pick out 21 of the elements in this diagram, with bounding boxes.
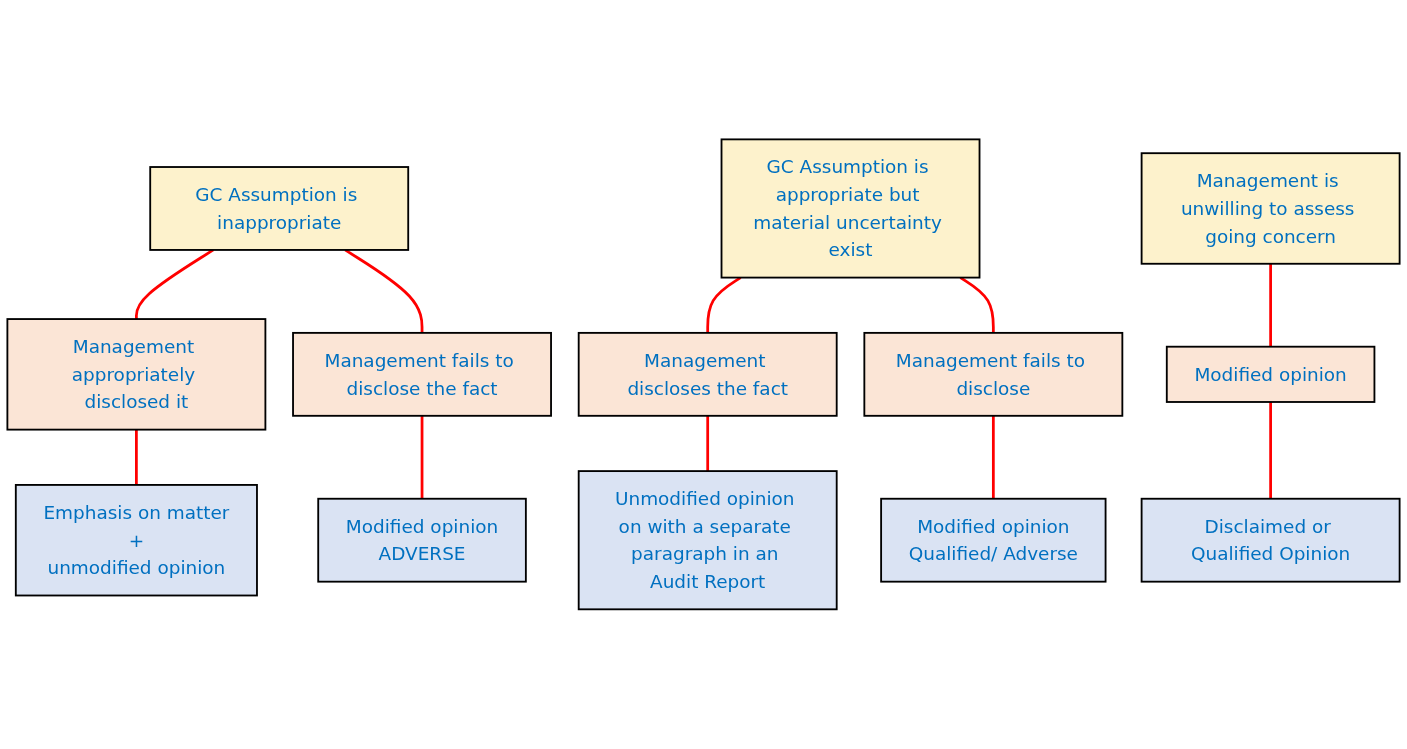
node-box: Management discloses the fact	[577, 332, 838, 417]
node-box: Management fails to disclose the fact	[292, 332, 552, 417]
node-box: Modified opinion ADVERSE	[317, 497, 527, 583]
node-box: Emphasis on matter + unmodified opinion	[14, 484, 258, 597]
connector	[1269, 263, 1272, 347]
connector	[420, 415, 424, 499]
connector	[959, 276, 995, 334]
node-box: Management appropriately disclosed it	[6, 318, 267, 431]
connector	[706, 415, 710, 472]
node-box: Disclaimed or Qualified Opinion	[1140, 497, 1401, 583]
connector	[135, 429, 138, 486]
node-box: Management is unwilling to assess going concern	[1140, 152, 1401, 265]
connector	[706, 276, 742, 334]
node-box: Modified opinion	[1165, 345, 1376, 404]
node-box: Management fails to disclose	[863, 332, 1124, 417]
connector	[991, 415, 995, 499]
node-box: Unmodified opinion on with a separate paragraph in an Audit Report	[577, 470, 838, 611]
node-box: GC Assumption is inappropriate	[149, 166, 410, 251]
connector	[1269, 402, 1272, 499]
node-box: Modified opinion Qualified/ Adverse	[880, 497, 1107, 583]
node-box: GC Assumption is appropriate but material uncertainty exist	[720, 138, 981, 279]
